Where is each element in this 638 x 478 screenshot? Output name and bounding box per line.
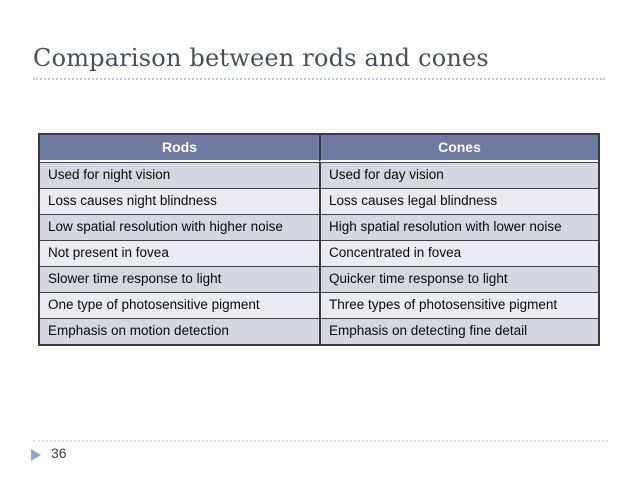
table-cell-rods: Loss causes night blindness bbox=[40, 188, 319, 214]
table-row: Loss causes night blindness Loss causes … bbox=[40, 188, 598, 214]
table-row: Slower time response to light Quicker ti… bbox=[40, 266, 598, 292]
table-header-cones: Cones bbox=[319, 135, 598, 162]
table-cell-rods: Used for night vision bbox=[40, 162, 319, 188]
page-number: 36 bbox=[51, 445, 67, 461]
rods-cones-comparison-table: Rods Cones Used for night vision Used fo… bbox=[38, 133, 600, 346]
table-cell-cones: Quicker time response to light bbox=[319, 266, 598, 292]
table-cell-cones: Loss causes legal blindness bbox=[319, 188, 598, 214]
table-cell-cones: Emphasis on detecting fine detail bbox=[319, 318, 598, 344]
table-cell-rods: One type of photosensitive pigment bbox=[40, 292, 319, 318]
table-cell-cones: High spatial resolution with lower noise bbox=[319, 214, 598, 240]
table-row: One type of photosensitive pigment Three… bbox=[40, 292, 598, 318]
table-row: Low spatial resolution with higher noise… bbox=[40, 214, 598, 240]
slide-number-marker-icon bbox=[31, 449, 41, 461]
table-cell-cones: Concentrated in fovea bbox=[319, 240, 598, 266]
table-cell-rods: Not present in fovea bbox=[40, 240, 319, 266]
table-row: Used for night vision Used for day visio… bbox=[40, 162, 598, 188]
table-cell-rods: Slower time response to light bbox=[40, 266, 319, 292]
footer-divider bbox=[33, 440, 608, 442]
table-cell-rods: Emphasis on motion detection bbox=[40, 318, 319, 344]
table-row: Not present in fovea Concentrated in fov… bbox=[40, 240, 598, 266]
table-cell-cones: Used for day vision bbox=[319, 162, 598, 188]
title-underline-divider bbox=[33, 78, 605, 80]
table-row: Emphasis on motion detection Emphasis on… bbox=[40, 318, 598, 344]
page-title: Comparison between rods and cones bbox=[33, 44, 489, 72]
table-header-row: Rods Cones bbox=[40, 135, 598, 162]
table-cell-cones: Three types of photosensitive pigment bbox=[319, 292, 598, 318]
table-header-rods: Rods bbox=[40, 135, 319, 162]
table-cell-rods: Low spatial resolution with higher noise bbox=[40, 214, 319, 240]
